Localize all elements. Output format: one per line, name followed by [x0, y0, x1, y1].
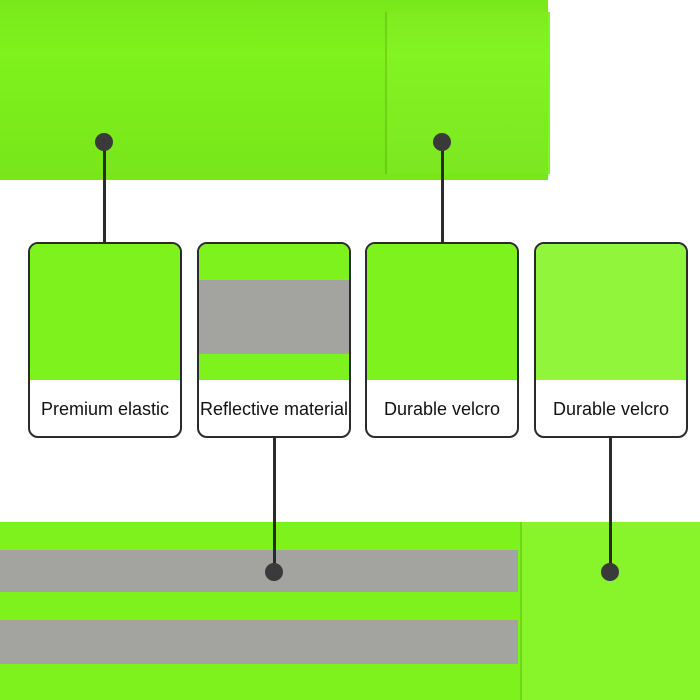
feature-label: Durable velcro [552, 398, 670, 419]
feature-label: Durable velcro [383, 398, 501, 419]
feature-card-durable-velcro-2: Durable velcro [534, 242, 688, 438]
connector-line [103, 142, 106, 242]
connector-line [441, 142, 444, 242]
reflective-swatch [199, 244, 349, 380]
elastic-swatch [30, 244, 180, 380]
connector-dot [95, 133, 113, 151]
connector-dot [601, 563, 619, 581]
armband-top [0, 0, 550, 180]
feature-card-reflective-material: Reflective material [197, 242, 351, 438]
connector-line [609, 438, 612, 572]
feature-card-premium-elastic: Premium elastic [28, 242, 182, 438]
connector-line [273, 438, 276, 572]
velcro-swatch [536, 244, 686, 380]
velcro-swatch [367, 244, 517, 380]
connector-dot [433, 133, 451, 151]
velcro-patch [385, 12, 550, 174]
reflective-stripe [0, 620, 518, 664]
feature-label: Premium elastic [40, 398, 170, 419]
connector-dot [265, 563, 283, 581]
armband-bottom [0, 522, 700, 700]
feature-label: Reflective material [199, 398, 349, 419]
reflective-stripe [0, 550, 518, 592]
feature-card-durable-velcro: Durable velcro [365, 242, 519, 438]
